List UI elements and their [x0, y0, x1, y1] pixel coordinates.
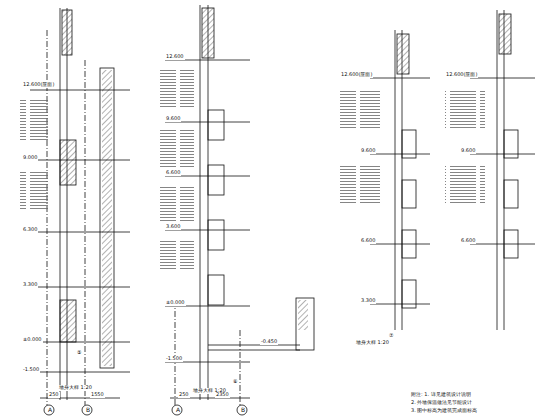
axis-label: A — [175, 407, 181, 414]
level-label: 墙身大样 1:20 — [58, 385, 93, 391]
level-label: ±0.000 — [22, 337, 43, 343]
axis-label: A — [47, 407, 53, 414]
level-label: 3.300 — [360, 298, 376, 304]
level-label: 9.600 — [460, 148, 476, 154]
level-label: 1550 — [90, 392, 105, 398]
level-label: ⑤ — [76, 350, 82, 356]
level-label: 250 — [48, 392, 60, 398]
axis-label: B — [240, 407, 246, 414]
level-label: 12.600 — [165, 54, 185, 60]
level-label: 6.600 — [165, 170, 181, 176]
level-label: 9.600 — [360, 148, 376, 154]
level-label: 6.300 — [22, 227, 38, 233]
level-label: 12.600(屋面) — [445, 72, 478, 78]
level-label: 9.000 — [22, 155, 38, 161]
level-label: ⑥ — [232, 379, 238, 385]
level-label: 9.600 — [165, 116, 181, 122]
level-label: 6.600 — [460, 238, 476, 244]
level-label: 6.600 — [360, 238, 376, 244]
level-label: -1.500 — [22, 367, 40, 373]
level-label: 12.600(屋面) — [340, 72, 373, 78]
axis-label: B — [85, 407, 91, 414]
level-label: 3.300 — [22, 282, 38, 288]
level-label: 墙身大样 1:20 — [355, 340, 390, 346]
level-label: 2350 — [215, 392, 230, 398]
level-label: -0.450 — [260, 339, 278, 345]
level-label: 250 — [178, 392, 190, 398]
level-label: 12.600(屋面) — [22, 82, 55, 88]
note-text: 3. 图中标高为建筑完成面标高 — [410, 408, 478, 414]
level-label: ±0.000 — [165, 300, 186, 306]
note-text: 2. 外墙保温做法见节能设计 — [410, 400, 473, 406]
level-label: ⑦ — [388, 333, 394, 339]
note-text: 附注: 1. 详见建筑设计说明 — [410, 392, 472, 398]
level-label: 3.600 — [165, 224, 181, 230]
level-label: -1.500 — [165, 356, 183, 362]
